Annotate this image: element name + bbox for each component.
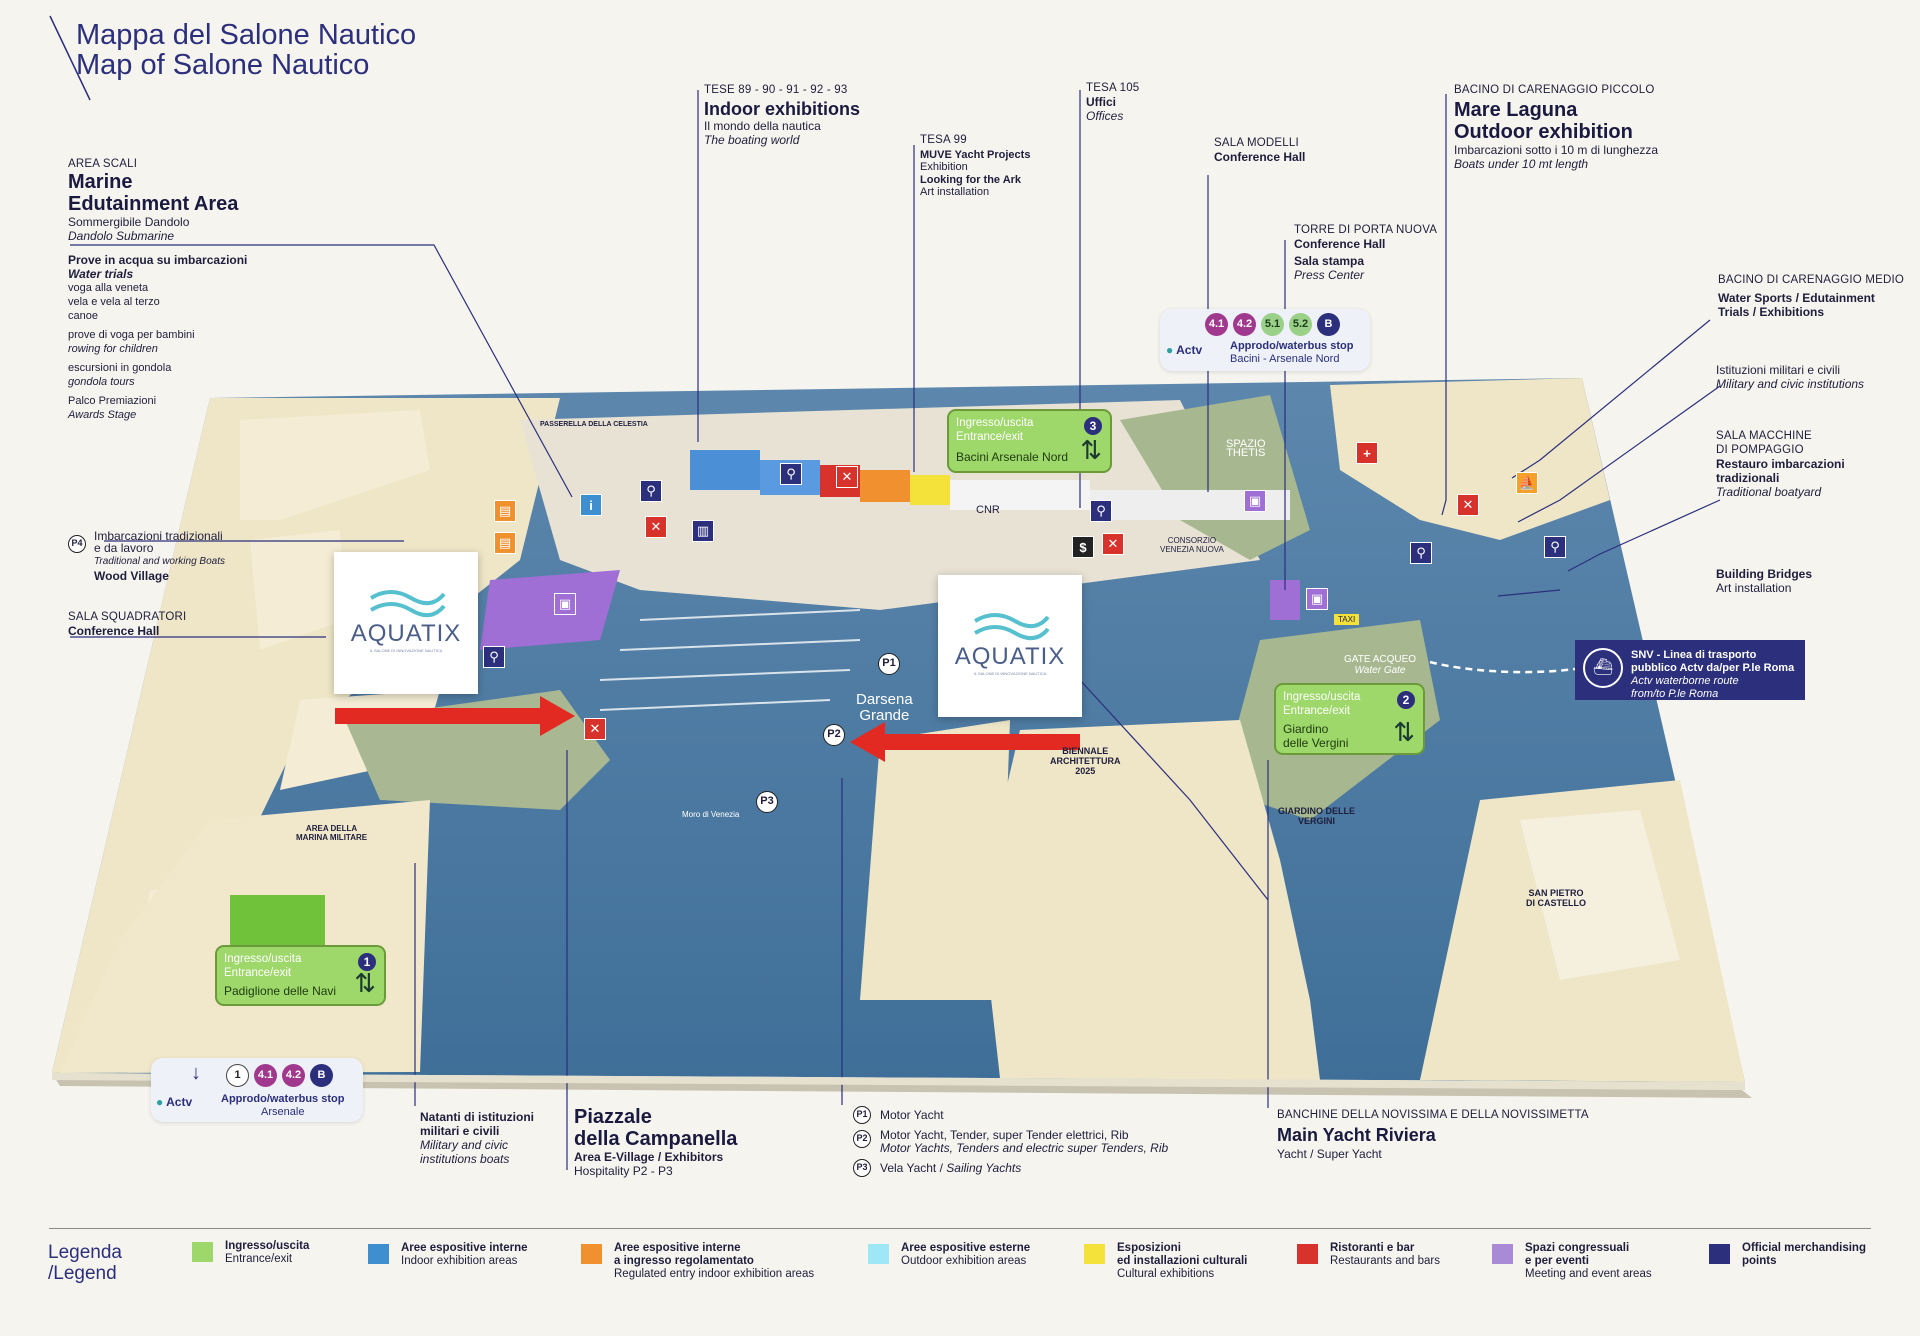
- first-aid-icon: +: [1356, 442, 1378, 464]
- tese-blue-pavilion: [690, 450, 760, 490]
- label-bacino-medio: BACINO DI CARENAGGIO MEDIO Water Sports …: [1718, 274, 1905, 319]
- label-istituzioni: Istituzioni militari e civili Military a…: [1716, 363, 1865, 391]
- legend-swatch: [868, 1244, 889, 1264]
- waterbus-icon: ⛴: [1583, 648, 1623, 688]
- legend-swatch: [192, 1242, 213, 1262]
- legend-title: Legenda/Legend: [48, 1242, 122, 1284]
- label-torre-porta-nuova: TORRE DI PORTA NUOVA Conference Hall Sal…: [1294, 224, 1438, 282]
- land-east: [1330, 378, 1610, 540]
- museum-icon: ▥: [692, 520, 714, 542]
- entrance-arrows-icon: ⇅: [354, 968, 376, 998]
- p4-marker: P4: [68, 535, 86, 553]
- aquatix-logo: AQUATIX IL SALONE DI INNOVAZIONE NAUTICA: [334, 552, 478, 694]
- label-sala-squadratori: SALA SQUADRATORI Conference Hall: [68, 611, 187, 638]
- toilet-icon: ⚲: [640, 480, 662, 502]
- atm-icon: $: [1072, 536, 1094, 558]
- restaurant-icon: ✕: [645, 516, 667, 538]
- label-area-scali: AREA SCALI Marine Edutainment Area Somme…: [68, 158, 248, 421]
- restaurant-icon: ✕: [584, 718, 606, 740]
- restaurant-icon: ✕: [1102, 533, 1124, 555]
- legend-swatch: [581, 1244, 602, 1264]
- map-title-en: Map of Salone Nautico: [76, 49, 370, 81]
- label-tesa-99: TESA 99 MUVE Yacht Projects Exhibition L…: [920, 134, 1031, 198]
- map-text-cnr: CNR: [976, 504, 1000, 516]
- info-icon: i: [580, 494, 602, 516]
- conference-icon: ▣: [1306, 588, 1328, 610]
- entrance-arrows-icon: ⇅: [1393, 717, 1415, 747]
- toilet-icon: ⚲: [780, 463, 802, 485]
- label-mare-laguna: BACINO DI CARENAGGIO PICCOLO Mare Laguna…: [1454, 84, 1659, 171]
- label-piazzale-campanella: Piazzale della Campanella Area E-Village…: [574, 1106, 738, 1178]
- p2-marker: P2: [823, 724, 845, 746]
- toilet-icon: ⚲: [1090, 500, 1112, 522]
- aquatix-logo: AQUATIX IL SALONE DI INNOVAZIONE NAUTICA: [938, 575, 1082, 717]
- actv-logo: ● Actv: [156, 1095, 193, 1109]
- exhibit-icon: ▤: [494, 532, 516, 554]
- label-sala-macchine: SALA MACCHINE DI POMPAGGIO Restauro imba…: [1716, 430, 1845, 499]
- label-wood-village: Imbarcazioni tradizionali e da lavoro Tr…: [94, 529, 225, 583]
- restaurant-icon: ✕: [836, 466, 858, 488]
- exhibit-icon: ▤: [494, 500, 516, 522]
- arrow-down-icon: ↓: [191, 1062, 201, 1084]
- label-sala-modelli: SALA MODELLI Conference Hall: [1214, 137, 1306, 164]
- label-building-bridges: Building Bridges Art installation: [1716, 567, 1812, 595]
- land-south-east: [980, 720, 1320, 1080]
- red-arrow-left: [335, 696, 575, 736]
- conference-icon: ▣: [554, 593, 576, 615]
- legend-swatch: [1709, 1244, 1730, 1264]
- p1-marker: P1: [878, 653, 900, 675]
- entrance-arrows-icon: ⇅: [1080, 435, 1102, 465]
- map-text-passerella: PASSERELLA DELLA CELESTIA: [540, 421, 648, 428]
- taxi-stand: TAXI: [1334, 614, 1360, 625]
- toilet-icon: ⚲: [1410, 542, 1432, 564]
- waterbus-stop-bacini: 4.1 4.2 5.1 5.2 B ● Actv Approdo/waterbu…: [1160, 309, 1370, 371]
- label-natanti: Natanti di istituzioni militari e civili…: [420, 1110, 534, 1166]
- p3-marker: P3: [756, 791, 778, 813]
- toilet-icon: ⚲: [1544, 536, 1566, 558]
- label-tesa-105: TESA 105 Uffici Offices: [1086, 82, 1140, 123]
- conference-icon: ▣: [1244, 490, 1266, 512]
- actv-logo: ● Actv: [1166, 343, 1203, 357]
- purple-area: [480, 570, 620, 650]
- legend-swatch: [1492, 1244, 1513, 1264]
- red-arrow-right: [850, 722, 1080, 762]
- legend-swatch: [1084, 1244, 1105, 1264]
- title-slash: [49, 15, 91, 101]
- toilet-icon: ⚲: [483, 646, 505, 668]
- map-title-it: Mappa del Salone Nautico: [76, 19, 417, 51]
- map-title: Mappa del Salone Nautico Map of Salone N…: [76, 20, 416, 80]
- legend-swatch: [1297, 1244, 1318, 1264]
- legend-swatch: [368, 1244, 389, 1264]
- label-main-yacht-riviera: BANCHINE DELLA NOVISSIMA E DELLA NOVISSI…: [1277, 1109, 1589, 1161]
- map-text-moro: Moro di Venezia: [682, 810, 740, 819]
- waterbus-stop-arsenale: ↓ 1 4.1 4.2 B ● Actv Approdo/waterbus st…: [151, 1058, 363, 1122]
- restaurant-icon: ✕: [1457, 494, 1479, 516]
- sailing-icon: ⛵: [1516, 472, 1538, 494]
- legend-divider: [49, 1228, 1871, 1229]
- label-tese: TESE 89 - 90 - 91 - 92 - 93 Indoor exhib…: [704, 84, 860, 147]
